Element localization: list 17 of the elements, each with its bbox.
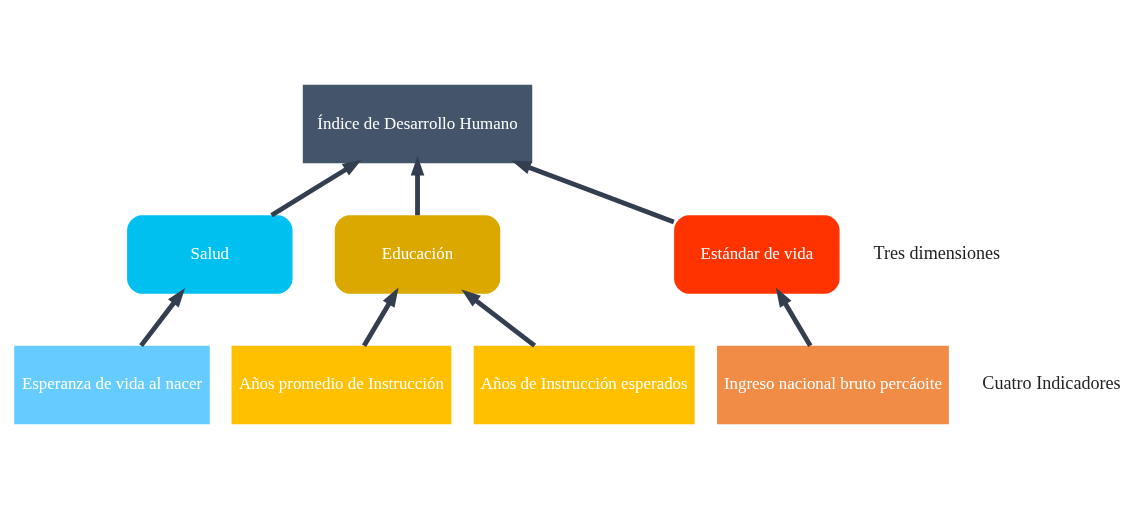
arrow — [139, 287, 186, 347]
arrow — [461, 288, 537, 348]
arrow — [775, 287, 813, 347]
label: Tres dimensiones — [873, 242, 1001, 263]
node-box: Educación — [334, 214, 501, 294]
node-box: Años de Instrucción esperados — [473, 345, 695, 424]
arrow — [410, 155, 425, 215]
node-box: Esperanza de vida al nacer — [14, 345, 210, 424]
node-box: Ingreso nacional bruto percáoite — [717, 345, 949, 424]
node-box: Índice de Desarrollo Humano — [302, 84, 533, 163]
node-box: Años promedio de Instrucción — [231, 345, 452, 424]
arrow — [511, 160, 675, 224]
node-box: Estándar de vida — [674, 214, 840, 294]
arrow — [270, 159, 362, 217]
node-box: Salud — [127, 214, 293, 294]
arrow — [362, 287, 399, 347]
label: Cuatro Indicadores — [982, 372, 1121, 393]
